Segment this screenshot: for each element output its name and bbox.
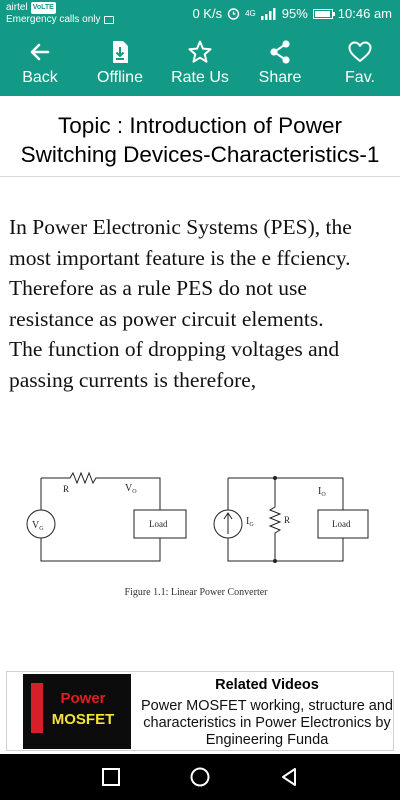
offline-button[interactable]: Offline	[80, 30, 160, 96]
download-file-icon	[113, 41, 128, 63]
left-output-sub: O	[132, 489, 137, 495]
network-type: 4G	[245, 9, 256, 18]
left-source-label: V	[32, 520, 40, 531]
title-line-1: Topic : Introduction of Power	[58, 113, 342, 138]
back-button[interactable]: Back	[0, 30, 80, 96]
status-right: 0 K/s 4G 95% 10:46 am	[192, 6, 392, 21]
thumbnail-text-power: Power	[60, 690, 106, 707]
volte-badge: VoLTE	[30, 2, 56, 14]
svg-text:IO: IO	[318, 486, 326, 498]
right-current-sub: O	[321, 492, 326, 498]
body-line: In Power Electronic Systems (PES), the	[9, 215, 352, 239]
related-videos-card[interactable]: Power MOSFET Related Videos Power MOSFET…	[6, 671, 394, 751]
arrow-left-icon	[30, 43, 50, 61]
battery-fill	[314, 10, 330, 17]
emergency-text: Emergency calls only	[6, 14, 101, 25]
heart-icon	[348, 41, 372, 62]
system-navigation-bar	[0, 754, 400, 800]
left-circuit: R VO VG Load	[26, 471, 187, 562]
right-load-label: Load	[332, 519, 351, 529]
favourite-button[interactable]: Fav.	[320, 30, 400, 96]
left-output-label: V	[125, 483, 133, 494]
body-line: The function of dropping voltages and	[9, 337, 340, 362]
app-toolbar: Back Offline Rate Us Share Fav.	[0, 30, 400, 96]
status-bar: airtel VoLTE Emergency calls only 0 K/s …	[0, 0, 400, 30]
alarm-icon	[227, 8, 240, 20]
recents-square-icon[interactable]	[99, 765, 123, 789]
related-video-description[interactable]: Power MOSFET working, structure and char…	[141, 698, 393, 748]
figure-caption: Figure 1.1: Linear Power Converter	[124, 587, 268, 598]
share-icon	[270, 40, 290, 64]
circuit-figure: R VO VG Load IO IG R Load Figure 1.1: Li…	[26, 471, 369, 598]
screen-icon	[104, 16, 115, 24]
thumbnail-accent-bar	[31, 683, 43, 733]
right-resistor-label: R	[284, 515, 290, 525]
body-line: resistance as power circuit elements.	[9, 306, 324, 331]
rate-us-label: Rate Us	[171, 69, 229, 86]
body-line: passing currents is therefore,	[9, 367, 257, 392]
right-source-label: I	[246, 516, 249, 527]
left-resistor-label: R	[63, 484, 69, 494]
video-thumbnail[interactable]: Power MOSFET	[23, 674, 131, 749]
share-label: Share	[258, 69, 302, 86]
svg-text:IG: IG	[246, 516, 254, 528]
right-circuit: IO IG R Load	[213, 476, 369, 563]
star-icon	[188, 40, 212, 63]
body-line: most important feature is the e ffciency…	[9, 245, 351, 270]
rate-us-button[interactable]: Rate Us	[160, 30, 240, 96]
back-triangle-icon[interactable]	[277, 765, 301, 789]
signal-icon	[260, 7, 276, 20]
battery-icon	[312, 8, 335, 19]
left-source-sub: G	[39, 526, 44, 532]
offline-label: Offline	[97, 69, 143, 86]
article-body: In Power Electronic Systems (PES), the m…	[9, 212, 397, 396]
page-title: Topic : Introduction of Power Switching …	[0, 111, 400, 169]
svg-text:VG: VG	[32, 520, 44, 532]
net-speed: 0 K/s	[192, 6, 223, 21]
battery-percent: 95%	[281, 6, 308, 21]
carrier-name: airtel	[6, 2, 28, 13]
left-load-label: Load	[149, 519, 168, 529]
home-circle-icon[interactable]	[188, 765, 212, 789]
share-button[interactable]: Share	[240, 30, 320, 96]
right-source-sub: G	[249, 522, 254, 528]
status-left: airtel VoLTE Emergency calls only	[6, 2, 115, 26]
svg-text:VO: VO	[125, 483, 137, 495]
title-line-2: Switching Devices-Characteristics-1	[20, 142, 380, 167]
right-current-label: I	[318, 486, 321, 497]
clock: 10:46 am	[337, 6, 392, 21]
thumbnail-text-mosfet: MOSFET	[51, 711, 115, 728]
back-label: Back	[22, 69, 58, 86]
body-line: Therefore as a rule PES do not use	[9, 276, 307, 301]
title-divider	[0, 176, 400, 177]
favourite-label: Fav.	[345, 69, 375, 86]
related-videos-title: Related Videos	[215, 677, 319, 693]
